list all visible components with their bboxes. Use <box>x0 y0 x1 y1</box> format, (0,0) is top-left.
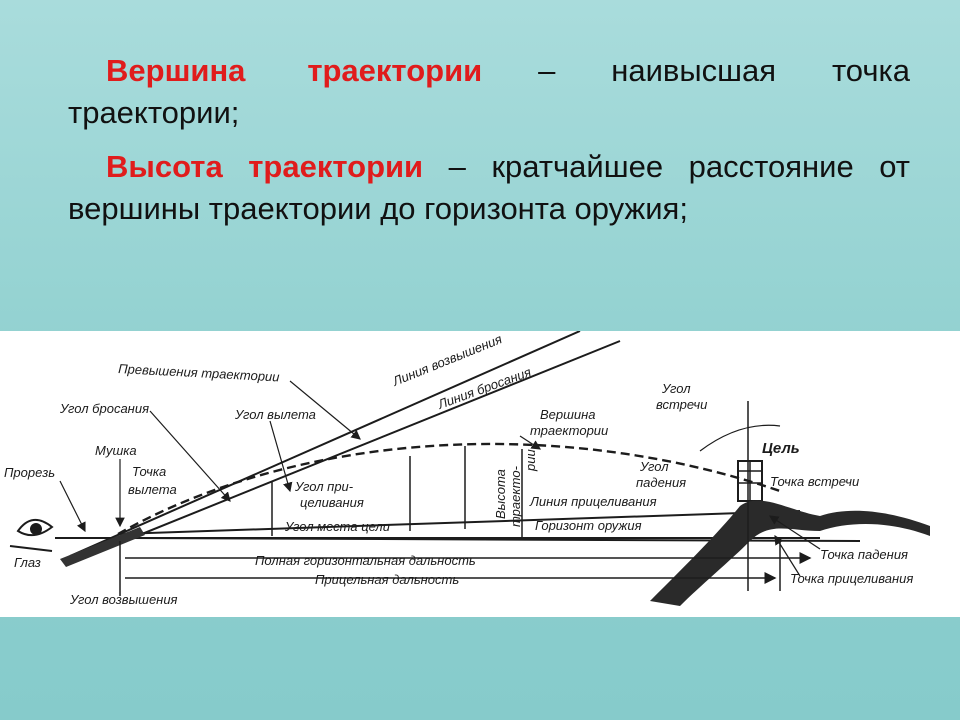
elevation-line <box>69 331 581 557</box>
height-label-3: рии <box>523 449 538 472</box>
rear-sight-label: Прорезь <box>4 465 55 480</box>
height-label-2: траекто- <box>508 465 523 527</box>
aiming-line <box>119 510 801 535</box>
meeting-angle-label-2: встречи <box>656 397 707 412</box>
definitions-text: Вершина траектории – наивысшая точка тра… <box>68 50 910 230</box>
aiming-angle-label-2: целивания <box>300 495 364 510</box>
terrain-hill <box>650 500 930 606</box>
trajectory-curve <box>117 442 781 536</box>
definition-height: Высота траектории – кратчайшее расстояни… <box>68 146 910 230</box>
definition-apex-text: – наивысшая точка траектории; <box>68 53 910 130</box>
trajectory-diagram-svg: Линия возвышения Линия бросания Превышен… <box>4 331 930 607</box>
apex-label-2: траектории <box>530 423 608 438</box>
departure-angle-label: Угол бросания <box>59 401 149 416</box>
eye-label: Глаз <box>14 555 41 570</box>
apex-label-1: Вершина <box>540 407 596 422</box>
departure-line <box>69 340 621 564</box>
barrel <box>60 527 145 567</box>
definition-apex: Вершина траектории – наивысшая точка тра… <box>68 50 910 134</box>
height-label-1: Высота <box>493 469 508 519</box>
excess-label: Превышения траектории <box>118 361 280 384</box>
trajectory-diagram: Линия возвышения Линия бросания Превышен… <box>0 331 960 617</box>
fall-point-label: Точка падения <box>820 547 908 562</box>
aiming-point-label: Точка прицеливания <box>790 571 913 586</box>
departure-point-label-1: Точка <box>132 464 166 479</box>
full-range-label: Полная горизонтальная дальность <box>255 553 476 568</box>
meeting-point-label: Точка встречи <box>770 474 859 489</box>
term-apex: Вершина траектории <box>106 53 483 88</box>
elevation-angle-label: Угол возвышения <box>69 592 178 607</box>
target-place-angle-label: Угол места цели <box>284 519 390 534</box>
term-height: Высота траектории <box>106 149 424 184</box>
aiming-angle-label-1: Угол при- <box>294 479 354 494</box>
front-sight-label: Мушка <box>95 443 137 458</box>
definition-height-text: – кратчайшее расстояние от вершины траек… <box>68 149 910 226</box>
jump-angle-label: Угол вылета <box>234 407 316 422</box>
meeting-angle-label-1: Угол <box>661 381 691 396</box>
aim-range-label: Прицельная дальность <box>315 572 459 587</box>
weapon-horizon-label: Горизонт оружия <box>535 518 642 533</box>
fall-angle-label-2: падения <box>636 475 686 490</box>
eye-icon <box>9 519 54 552</box>
fall-angle-label-1: Угол <box>639 459 669 474</box>
target-label: Цель <box>762 440 800 457</box>
target-icon <box>737 460 763 502</box>
departure-point-label-2: вылета <box>128 482 177 497</box>
aiming-line-label: Линия прицеливания <box>529 494 657 509</box>
